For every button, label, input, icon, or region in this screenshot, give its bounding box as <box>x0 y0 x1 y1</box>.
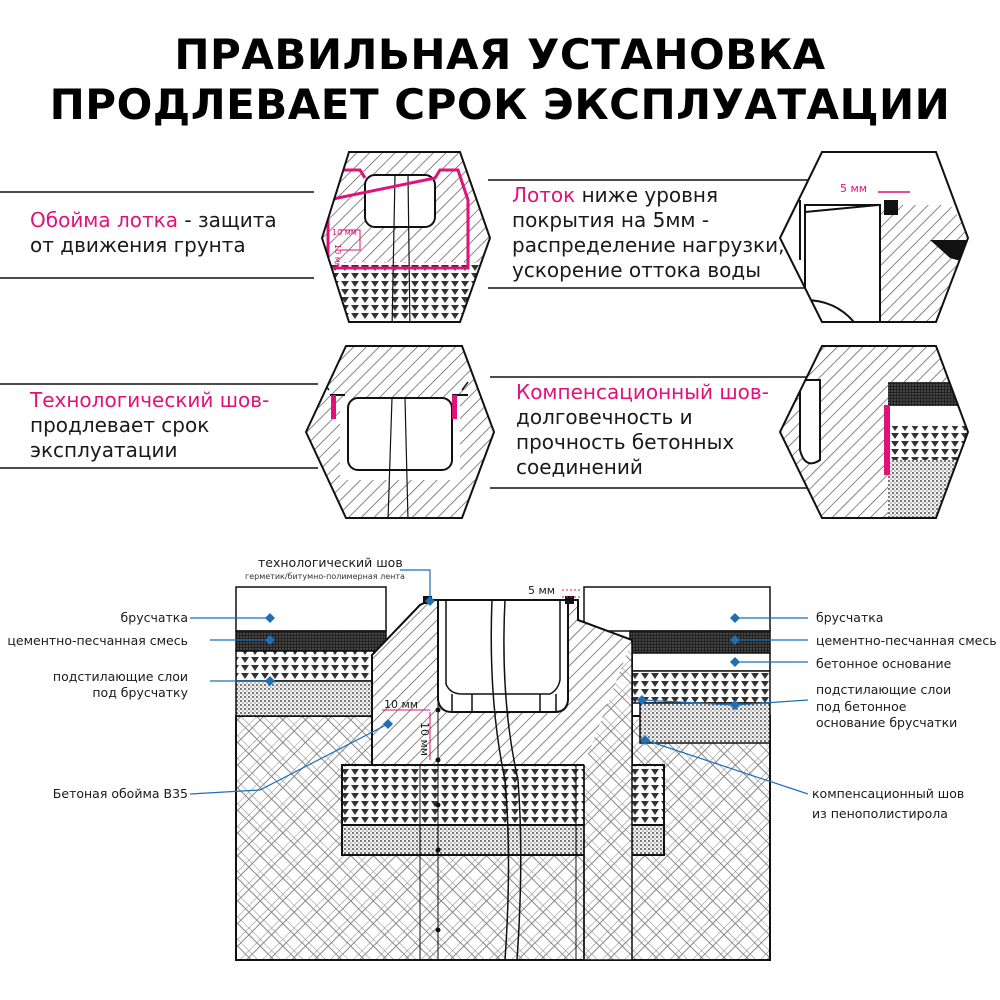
feature-tray-frame-accent: Обойма лотка <box>30 208 179 232</box>
feature-tray-below-line4: ускорение оттока воды <box>512 258 761 282</box>
feature-tray-below-text: ниже уровня <box>575 183 719 207</box>
hex-detail-comp-seam <box>780 346 968 518</box>
feature-tray-frame: Обойма лотка - защита от движения грунта <box>30 208 277 258</box>
label-concrete-frame: Бетоная обойма В35 <box>52 786 188 801</box>
label-left-cement-sand: цементно-песчанная смесь <box>7 633 188 648</box>
label-right-sublayers-3: основание брусчатки <box>816 715 958 730</box>
hex-outline-2 <box>778 151 970 323</box>
hex-detail-tray-frame <box>322 152 490 322</box>
cross-section <box>235 586 771 961</box>
leader-lines <box>189 569 809 795</box>
label-right-concrete-base: бетонное основание <box>816 656 952 671</box>
label-right-cement-sand: цементно-песчанная смесь <box>816 633 997 648</box>
feature-tech-seam: Технологический шов- продлевает срок экс… <box>30 388 269 463</box>
hex-outline-1 <box>320 151 492 323</box>
feature-comp-seam-accent: Компенсационный шов- <box>516 380 769 404</box>
hex-detail-tech-seam <box>306 346 494 518</box>
feature-tray-below-line3: распределение нагрузки, <box>512 233 785 257</box>
page-title-line-1: ПРАВИЛЬНАЯ УСТАНОВКА <box>174 30 826 79</box>
feature-comp-seam-line2: долговечность и <box>516 405 693 429</box>
feature-tray-frame-text: - защита <box>178 208 277 232</box>
section-five-mm-label: 5 мм <box>528 584 556 597</box>
label-right-paving: брусчатка <box>816 610 884 625</box>
hex-ten-mm-label: 10 мм <box>332 228 357 237</box>
diamond-marker-icon <box>265 596 740 745</box>
feature-tech-seam-line2: продлевает срок <box>30 413 210 437</box>
label-right-sublayers-2: под бетонное <box>816 699 907 714</box>
section-ten-mm-v-label: 10 мм <box>418 722 431 757</box>
label-comp-seam-1: компенсационный шов <box>812 786 965 801</box>
hex-outline-3 <box>304 345 496 519</box>
hex-ten-mm-vertical-label: 10 мм <box>333 244 342 269</box>
label-comp-seam-2: из пенополистирола <box>812 806 948 821</box>
feature-comp-seam-line4: соединений <box>516 455 643 479</box>
section-tech-seam-title: технологический шов <box>258 555 403 570</box>
page-title-line-2: ПРОДЛЕВАЕТ СРОК ЭКСПЛУАТАЦИИ <box>49 80 951 129</box>
feature-comp-seam: Компенсационный шов- долговечность и про… <box>516 380 769 480</box>
feature-tray-below-accent: Лоток <box>512 183 576 207</box>
hex-five-mm-label: 5 мм <box>840 182 868 195</box>
hex-outline-4 <box>778 345 970 519</box>
label-left-sublayers-2: под брусчатку <box>92 685 188 700</box>
section-tech-seam-subtitle: герметик/битумно-полимерная лента <box>245 572 405 581</box>
feature-comp-seam-line3: прочность бетонных <box>516 430 735 454</box>
feature-tech-seam-line3: эксплуатации <box>30 438 178 462</box>
label-right-sublayers-1: подстилающие слои <box>816 682 952 697</box>
feature-tray-frame-line2: от движения грунта <box>30 233 246 257</box>
connector-lines <box>0 179 830 489</box>
label-left-paving: брусчатка <box>120 610 188 625</box>
feature-tray-below-line2: покрытия на 5мм - <box>512 208 710 232</box>
feature-tech-seam-accent: Технологический шов- <box>30 388 270 412</box>
feature-tray-below: Лоток ниже уровня покрытия на 5мм - расп… <box>512 183 784 283</box>
section-ten-mm-h-label: 10 мм <box>384 698 419 711</box>
label-left-sublayers-1: подстилающие слои <box>52 669 188 684</box>
